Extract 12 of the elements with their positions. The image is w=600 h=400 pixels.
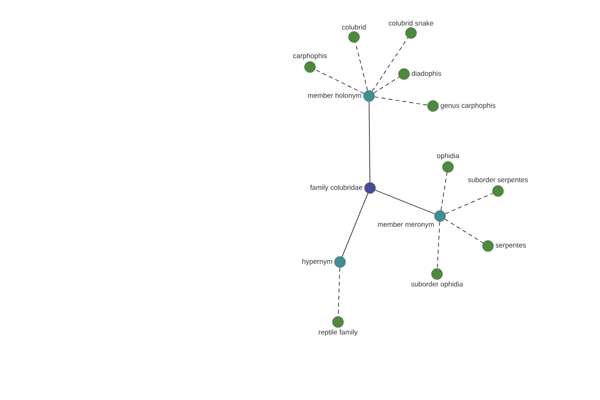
connector-line bbox=[437, 221, 440, 269]
connector-line bbox=[342, 192, 368, 258]
connector-line bbox=[372, 37, 408, 92]
connector-line bbox=[374, 96, 428, 106]
connector-line bbox=[440, 172, 448, 211]
connector-line bbox=[375, 190, 435, 214]
connector-line bbox=[444, 192, 494, 214]
connector-line bbox=[355, 42, 368, 91]
connector-line bbox=[368, 101, 370, 183]
connector-line bbox=[374, 76, 400, 94]
connector-line bbox=[314, 69, 364, 94]
connector-line bbox=[444, 218, 484, 244]
